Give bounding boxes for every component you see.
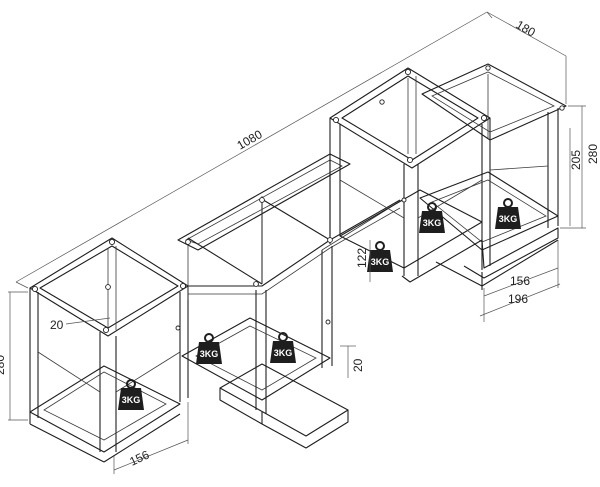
weight-icon: 3KG [118, 379, 144, 410]
weight-icon: 3KG [367, 241, 393, 272]
middle-section [177, 153, 403, 449]
weight-label: 3KG [499, 214, 518, 224]
dimension-lines [8, 11, 586, 474]
screws [31, 65, 565, 334]
right-section [329, 63, 567, 290]
dimension-labels: 1080 180 280 280 205 156 156 196 122 20 … [0, 17, 600, 468]
dim-shelf-height: 205 [569, 150, 583, 170]
dim-slot-height: 122 [355, 248, 369, 268]
weight-label: 3KG [423, 218, 442, 228]
dim-inner-width-right: 156 [510, 274, 530, 288]
dim-outer-width-right: 196 [508, 292, 528, 306]
weight-label: 3KG [200, 349, 219, 359]
weight-label: 3KG [371, 257, 390, 267]
weight-icon: 3KG [419, 202, 445, 233]
dim-total-length: 1080 [235, 127, 265, 153]
dim-cube-height-right: 280 [586, 144, 600, 164]
weight-icon: 3KG [495, 198, 521, 229]
dim-inner-width-bottom: 156 [127, 447, 151, 468]
weight-label: 3KG [122, 395, 141, 405]
weight-label: 3KG [274, 348, 293, 358]
weight-icon: 3KG [196, 333, 222, 364]
weights: 3KG 3KG 3KG 3KG 3KG 3KG [118, 198, 521, 410]
dim-cube-height-left: 280 [0, 355, 7, 375]
dim-board-thickness-middle: 20 [351, 358, 365, 372]
weight-icon: 3KG [270, 332, 296, 363]
dim-depth: 180 [514, 17, 539, 39]
left-cube [29, 237, 189, 463]
dim-board-thickness-left: 20 [50, 318, 64, 332]
